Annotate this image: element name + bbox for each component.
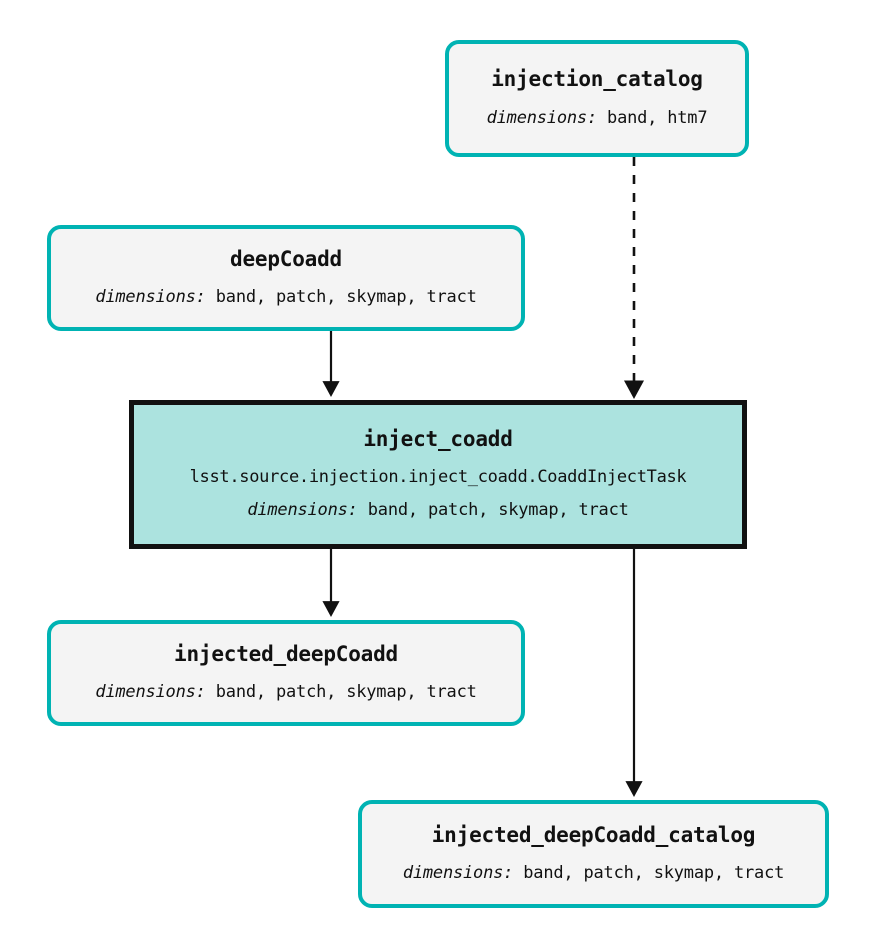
- dimensions-label: dimensions:: [95, 287, 206, 308]
- node-deep-coadd-title: deepCoadd: [230, 246, 342, 271]
- dimensions-label: dimensions:: [95, 682, 206, 703]
- node-injected-deep-coadd[interactable]: injected_deepCoadd dimensions: band, pat…: [47, 620, 525, 726]
- node-inject-coadd-dimensions: dimensions: band, patch, skymap, tract: [247, 499, 629, 522]
- node-injection-catalog[interactable]: injection_catalog dimensions: band, htm7: [445, 40, 749, 157]
- node-injected-deep-coadd-catalog-title: injected_deepCoadd_catalog: [431, 822, 756, 847]
- dimensions-label: dimensions:: [247, 500, 358, 521]
- node-inject-coadd-title: inject_coadd: [363, 426, 513, 451]
- node-deep-coadd[interactable]: deepCoadd dimensions: band, patch, skyma…: [47, 225, 525, 331]
- node-injected-deep-coadd-dimensions: dimensions: band, patch, skymap, tract: [95, 681, 477, 704]
- dimensions-value: band, patch, skymap, tract: [367, 500, 629, 521]
- node-injection-catalog-dimensions: dimensions: band, htm7: [487, 107, 708, 130]
- node-injected-deep-coadd-catalog[interactable]: injected_deepCoadd_catalog dimensions: b…: [358, 800, 829, 908]
- dimensions-label: dimensions:: [402, 863, 514, 884]
- node-inject-coadd-task-path: lsst.source.injection.inject_coadd.Coadd…: [189, 467, 687, 488]
- node-inject-coadd[interactable]: inject_coadd lsst.source.injection.injec…: [130, 401, 746, 548]
- node-injection-catalog-title: injection_catalog: [491, 67, 703, 92]
- dimensions-value: band, patch, skymap, tract: [215, 682, 477, 703]
- node-injected-deep-coadd-title: injected_deepCoadd: [174, 641, 398, 666]
- dimensions-label: dimensions:: [486, 107, 598, 128]
- node-injected-deep-coadd-catalog-dimensions: dimensions: band, patch, skymap, tract: [402, 862, 785, 885]
- node-deep-coadd-dimensions: dimensions: band, patch, skymap, tract: [95, 286, 477, 309]
- dimensions-value: band, htm7: [607, 107, 708, 128]
- dimensions-value: band, patch, skymap, tract: [523, 863, 785, 884]
- dimensions-value: band, patch, skymap, tract: [215, 287, 477, 308]
